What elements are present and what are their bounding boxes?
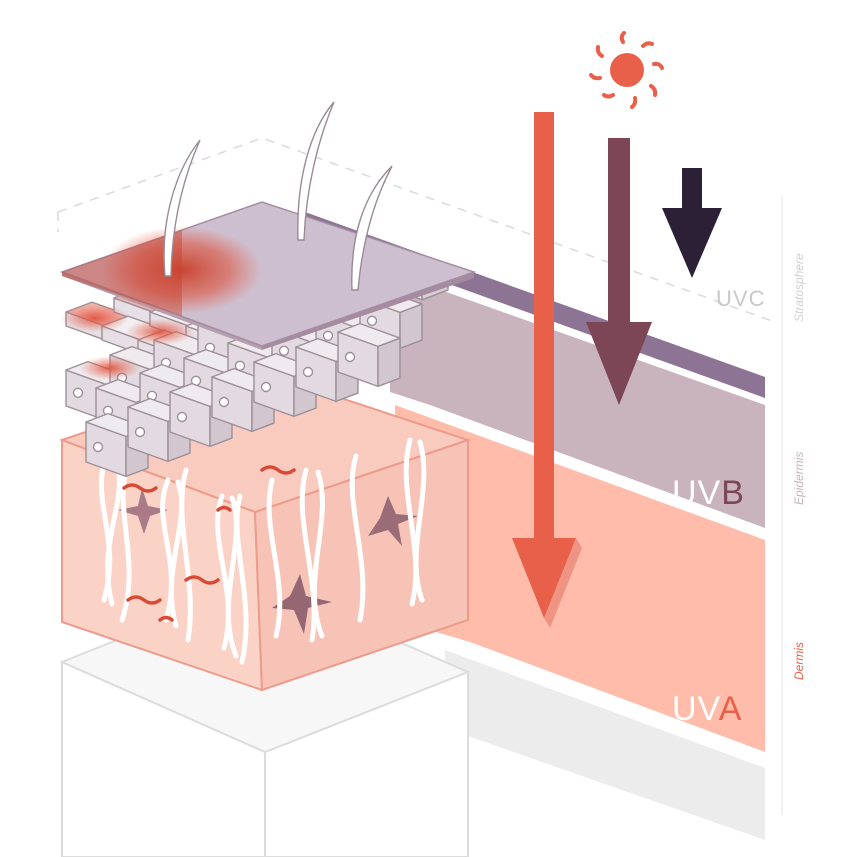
fibroblast	[368, 496, 418, 546]
stratosphere-guide	[57, 137, 776, 323]
dermis-label: Dermis	[792, 642, 806, 680]
sun-icon	[589, 31, 664, 109]
uvc-label: UVC	[716, 286, 765, 311]
dermis-block	[59, 370, 472, 692]
hairs	[163, 101, 393, 291]
skin-cell	[85, 412, 149, 478]
base-band	[445, 650, 765, 840]
collagen-fibers	[98, 437, 427, 665]
epidermis-label: Epidermis	[792, 452, 806, 505]
inflammation-spot	[80, 356, 140, 380]
hair	[351, 165, 393, 291]
fibroblast	[272, 574, 332, 634]
uvc-arrow	[662, 168, 722, 278]
fiber-crosslinks	[122, 465, 296, 622]
side-labels: Stratosphere Epidermis Dermis	[781, 195, 806, 815]
uva-label: UVA	[672, 690, 742, 728]
epidermis-band	[390, 272, 765, 528]
sunburn-spot	[102, 226, 262, 314]
fibroblast	[118, 488, 168, 534]
uvb-label: UVB	[672, 474, 745, 512]
dermis-band	[395, 405, 765, 752]
hair	[163, 139, 201, 277]
uv-labels: UVC UVB UVA	[672, 286, 765, 728]
inflammation-spot	[126, 319, 194, 345]
hair	[297, 101, 335, 241]
inflammation-spot	[61, 304, 129, 332]
skin-cell	[337, 322, 401, 388]
uva-arrow	[512, 112, 582, 628]
stratosphere-label: Stratosphere	[792, 253, 806, 322]
uvb-arrow	[586, 138, 652, 405]
